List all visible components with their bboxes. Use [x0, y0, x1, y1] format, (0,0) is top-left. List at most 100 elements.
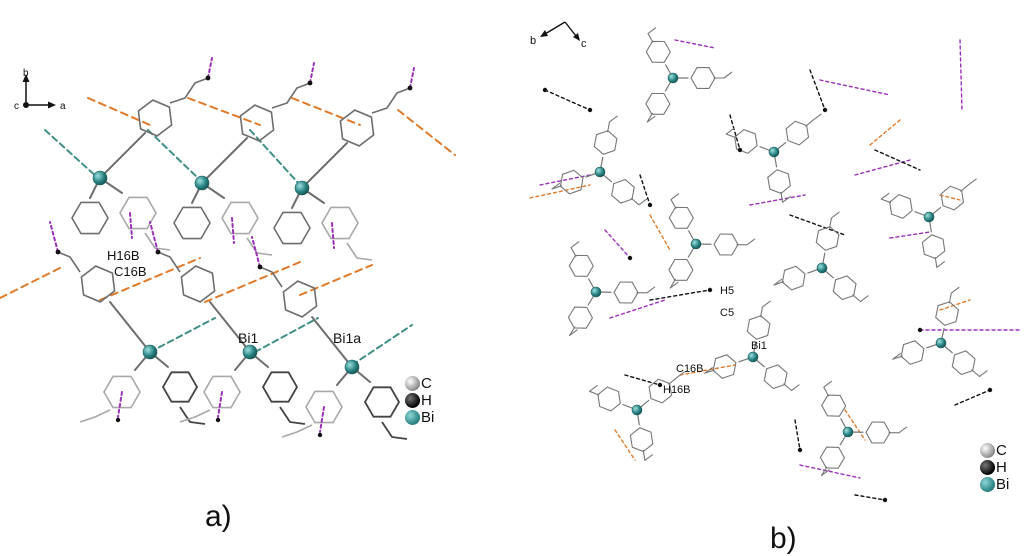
ethyl-chain	[590, 385, 600, 395]
ethyl-chain	[972, 370, 988, 377]
phenyl-ring	[340, 110, 373, 146]
crystal-packing-view-a: c b a H16B C16B Bi1 Bi1a	[0, 0, 500, 555]
ethyl-chain	[643, 450, 653, 460]
bi-c-bond	[110, 302, 150, 352]
ethyl-chain	[158, 252, 180, 272]
bismuth-atom	[345, 360, 359, 374]
purple-contact	[605, 230, 630, 258]
hydrogen-atom	[56, 250, 61, 255]
phenyl-ring	[822, 395, 846, 416]
atom-label-c5: C5	[720, 307, 734, 319]
bismuth-atom	[691, 239, 701, 249]
hydrogen-atom	[823, 108, 827, 112]
panel-label-a: a)	[205, 500, 232, 534]
atom-label-c16b: C16B	[676, 363, 704, 375]
phenyl-ring	[833, 276, 856, 300]
purple-contact	[410, 68, 414, 88]
hydrogen-atom	[658, 383, 662, 387]
phenyl-ring	[594, 131, 617, 155]
ethyl-chain	[784, 384, 800, 391]
bismuth-atom	[93, 171, 107, 185]
bismuth-atom	[817, 263, 827, 273]
hydrogen-atom	[308, 81, 313, 86]
ethyl-chain	[805, 114, 821, 127]
hydrogen-atom	[738, 148, 742, 152]
bismuth-atom	[295, 181, 309, 195]
phenyl-ring	[614, 282, 638, 303]
atom-label-h16b: H16B	[663, 384, 691, 396]
phenyl-ring	[163, 372, 197, 401]
ethyl-chain	[280, 407, 305, 424]
ethyl-chain	[671, 194, 679, 209]
orange-contact	[870, 120, 900, 145]
ethyl-chain	[180, 410, 210, 422]
element-legend-b: C H Bi	[980, 442, 1009, 493]
ethyl-chain	[382, 422, 407, 439]
purple-contact	[310, 63, 314, 83]
black-contact	[855, 495, 885, 500]
hydrogen-atom	[116, 418, 120, 422]
orange-contact	[940, 300, 970, 310]
legend-item-hydrogen: H	[980, 459, 1009, 476]
phenyl-ring	[646, 94, 670, 115]
ethyl-chain	[824, 381, 832, 396]
phenyl-ring	[782, 266, 805, 290]
legend-item-carbon: C	[980, 442, 1009, 459]
ethyl-chain	[631, 198, 647, 205]
phenyl-ring	[322, 207, 358, 238]
teal-contact	[250, 130, 300, 185]
phenyl-ring	[952, 351, 975, 375]
hydrogen-atom	[216, 418, 220, 422]
purple-contact	[50, 222, 58, 252]
teal-contact	[45, 130, 98, 178]
bismuth-atom-icon	[405, 410, 420, 425]
bismuth-atom	[243, 345, 257, 359]
phenyl-ring	[890, 195, 912, 219]
phenyl-ring	[768, 170, 791, 194]
teal-contact	[255, 318, 318, 352]
black-contact	[790, 215, 845, 235]
orange-contact	[0, 268, 60, 298]
atom-label-bi1: Bi1	[238, 330, 258, 346]
legend-item-bismuth: Bi	[980, 476, 1009, 493]
ethyl-chain	[282, 425, 312, 437]
ethyl-chain	[372, 88, 410, 113]
bi-c-bond	[202, 138, 247, 183]
purple-contact	[960, 40, 962, 110]
bismuth-atom	[668, 73, 678, 83]
phenyl-ring	[901, 341, 924, 365]
bismuth-atom	[936, 338, 946, 348]
phenyl-ring	[714, 234, 738, 255]
black-contact	[875, 150, 920, 170]
axis-b-label: b	[23, 68, 29, 79]
orange-contact	[205, 262, 300, 302]
bismuth-atom	[748, 352, 758, 362]
axis-a-label: a	[60, 101, 66, 112]
phenyl-ring	[786, 121, 808, 145]
hydrogen-atom	[206, 76, 211, 81]
carbon-atom-icon	[405, 376, 420, 391]
phenyl-ring	[569, 255, 593, 276]
hydrogen-atom	[798, 448, 802, 452]
ethyl-chain	[571, 242, 579, 257]
purple-contact	[320, 407, 324, 432]
panel-a: c b a H16B C16B Bi1 Bi1a C H Bi a)	[0, 0, 500, 555]
hydrogen-atom	[588, 108, 592, 112]
purple-contact	[332, 223, 334, 248]
phenyl-ring	[764, 365, 787, 389]
bismuth-atom	[143, 345, 157, 359]
phenyl-ring	[612, 180, 635, 204]
purple-contact	[218, 392, 222, 417]
phenyl-ring	[630, 428, 652, 452]
orange-contact	[292, 98, 360, 125]
phenyl-ring	[568, 307, 592, 328]
phenyl-ring	[816, 227, 839, 251]
phenyl-ring	[560, 170, 583, 194]
phenyl-ring	[669, 260, 693, 281]
phenyl-ring	[81, 266, 114, 302]
atom-label-c16b: C16B	[114, 264, 147, 279]
bismuth-atom	[632, 405, 642, 415]
panel-label-b: b)	[770, 522, 797, 556]
ethyl-chain	[145, 233, 170, 250]
phenyl-ring	[922, 235, 944, 259]
